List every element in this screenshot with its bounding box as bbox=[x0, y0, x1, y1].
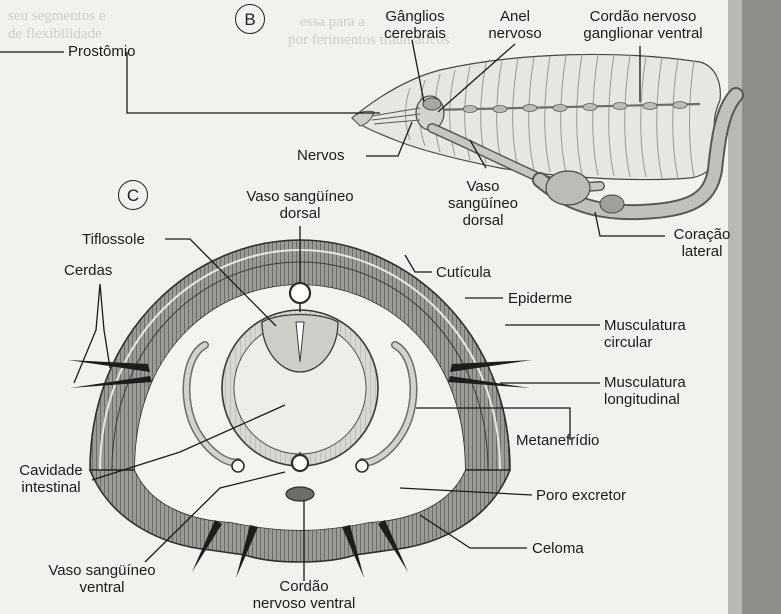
ventral-vessel bbox=[292, 455, 308, 471]
worm-body-outline bbox=[352, 54, 720, 179]
label-cerdas: Cerdas bbox=[64, 262, 112, 279]
label-cuticula: Cutícula bbox=[436, 264, 491, 281]
cerebral-ganglia bbox=[423, 98, 441, 110]
label-epiderme: Epiderme bbox=[508, 290, 572, 307]
panel-label-b: B bbox=[235, 4, 265, 34]
label-prostomio: Prostômio bbox=[68, 43, 136, 60]
label-celoma: Celoma bbox=[532, 540, 584, 557]
label-poro-excretor: Poro excretor bbox=[536, 487, 626, 504]
heart-segment bbox=[600, 195, 624, 213]
label-nervos: Nervos bbox=[297, 147, 345, 164]
lateral-heart bbox=[546, 171, 590, 205]
dorsal-vessel bbox=[290, 283, 310, 303]
panel-b-worm bbox=[352, 54, 736, 213]
label-tiflossole: Tiflossole bbox=[82, 231, 145, 248]
label-metanefridio: Metanefrídio bbox=[516, 432, 599, 449]
ventral-nerve-cord-c bbox=[286, 487, 314, 501]
page-edge-shadow bbox=[738, 0, 781, 614]
panel-label-c: C bbox=[118, 180, 148, 210]
panel-c-cross-section bbox=[68, 240, 532, 578]
